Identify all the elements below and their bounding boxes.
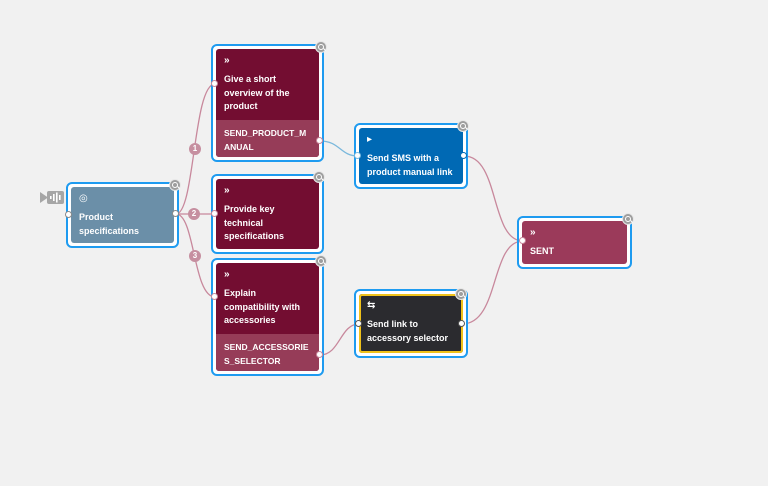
input-port[interactable] [211, 80, 218, 87]
zoom-icon[interactable] [457, 120, 469, 132]
branch-badge: 3 [189, 250, 201, 262]
node-footer: SEND_ACCESSORIES_SELECTOR [216, 334, 319, 371]
overview-node[interactable]: » Give a short overview of the product S… [211, 44, 324, 162]
technical-node[interactable]: » Provide key technical specifications [211, 174, 324, 254]
edge-overview-sms [319, 140, 359, 157]
input-port[interactable] [354, 152, 361, 159]
link-node[interactable]: ⇆ Send link to accessory selector [354, 289, 468, 358]
output-port[interactable] [316, 351, 323, 358]
sent-node[interactable]: » SENT [517, 216, 632, 269]
zoom-icon[interactable] [622, 213, 634, 225]
output-port[interactable] [458, 320, 465, 327]
node-label: Provide key technical specifications [224, 204, 285, 241]
double-chevron-icon: » [224, 269, 230, 280]
input-port[interactable] [65, 211, 72, 218]
target-icon: ◎ [79, 193, 88, 204]
compat-node[interactable]: » Explain compatibility with accessories… [211, 258, 324, 376]
branch-badge: 1 [189, 143, 201, 155]
input-port[interactable] [211, 210, 218, 217]
node-label: Explain compatibility with accessories [224, 288, 301, 325]
zoom-icon[interactable] [315, 41, 327, 53]
node-label: SENT [530, 246, 555, 256]
double-chevron-icon: » [224, 55, 230, 66]
edge-link-sent [461, 240, 524, 325]
node-label: Product specifications [79, 212, 140, 236]
branch-badge: 2 [188, 208, 200, 220]
zoom-icon[interactable] [169, 179, 181, 191]
play-icon: ▸ [367, 134, 373, 145]
voice-wave-icon [40, 191, 64, 204]
node-label: Give a short overview of the product [224, 74, 290, 111]
start-node[interactable]: ◎ Product specifications [66, 182, 179, 248]
input-port[interactable] [519, 237, 526, 244]
zoom-icon[interactable] [313, 171, 325, 183]
output-port[interactable] [316, 137, 323, 144]
output-port[interactable] [172, 210, 179, 217]
node-label: Send link to accessory selector [367, 319, 449, 343]
transfer-icon: ⇆ [367, 300, 376, 311]
input-port[interactable] [211, 293, 218, 300]
double-chevron-icon: » [530, 227, 536, 238]
output-port[interactable] [460, 152, 467, 159]
input-port[interactable] [355, 320, 362, 327]
node-footer: SEND_PRODUCT_MANUAL [216, 120, 319, 157]
node-label: Send SMS with a product manual link [367, 153, 453, 177]
edge-sms-sent [463, 155, 524, 242]
zoom-icon[interactable] [315, 255, 327, 267]
sms-node[interactable]: ▸ Send SMS with a product manual link [354, 123, 468, 189]
zoom-icon[interactable] [455, 288, 467, 300]
double-chevron-icon: » [224, 185, 230, 196]
